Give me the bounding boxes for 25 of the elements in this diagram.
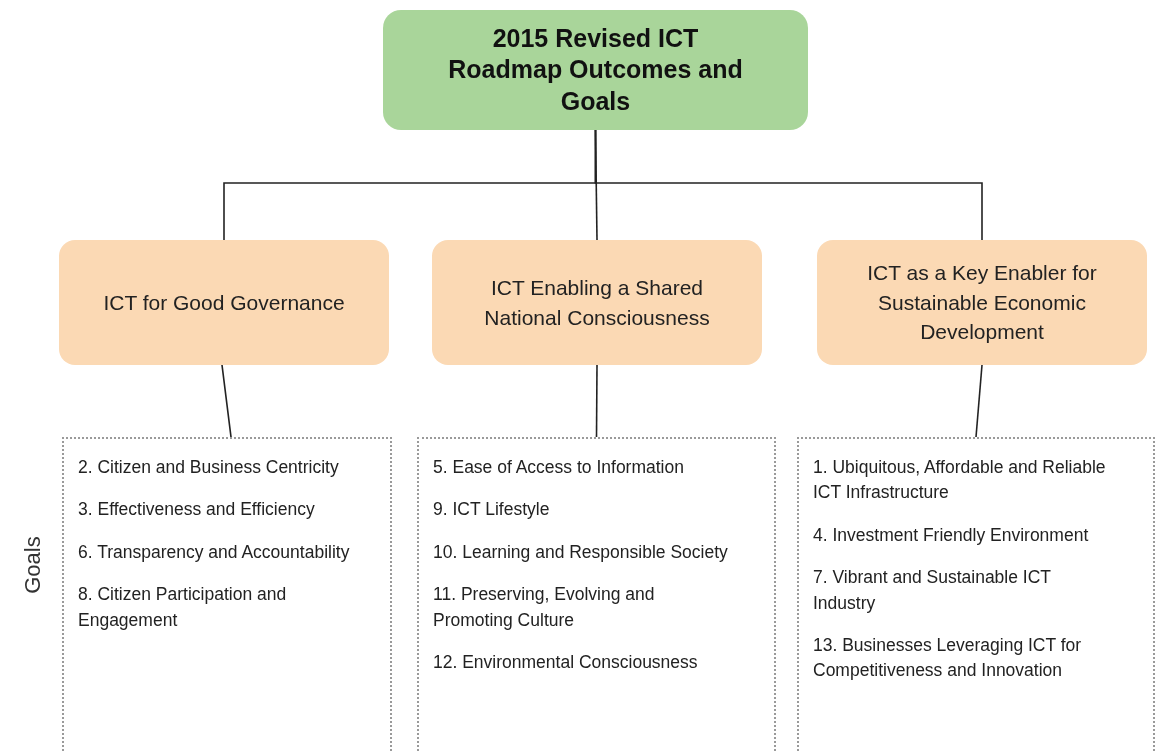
outcome-box: ICT as a Key Enabler for Sustainable Economic Development <box>817 240 1147 365</box>
goal-text: 8. Citizen Participation and Engagement <box>78 583 288 632</box>
goal-text: 2. Citizen and Business Centricity <box>78 456 340 479</box>
goals-panel <box>797 437 1155 751</box>
goal-text: 3. Effectiveness and Efficiency <box>78 498 316 522</box>
side-label: Goals <box>19 536 46 594</box>
outcome-box: ICT for Good Governance <box>59 240 389 365</box>
goals-panel <box>62 437 392 751</box>
connector-line <box>594 129 983 241</box>
goal-text: 12. Environmental Consciousness <box>433 650 699 674</box>
goal-text: 4. Investment Friendly Environment <box>813 523 1090 547</box>
goals-panel <box>417 437 776 751</box>
outcome-box: ICT Enabling a Shared National Consciousness <box>432 240 762 365</box>
goal-text: 1. Ubiquitous, Affordable and Reliable ICT Infrastructure <box>813 456 1107 505</box>
goal-text: 7. Vibrant and Sustainable ICT Industry <box>813 566 1052 615</box>
goal-text: 10. Learning and Responsible Society <box>433 540 729 564</box>
goal-text: 13. Businesses Leveraging ICT for Competitiveness and Innovation <box>813 633 1083 683</box>
goal-text: 5. Ease of Access to Information <box>433 456 685 479</box>
goal-text: 6. Transparency and Accountability <box>78 540 350 564</box>
title-box: 2015 Revised ICT Roadmap Outcomes and Goals <box>383 10 808 130</box>
connector-line <box>595 364 598 438</box>
connector-line <box>221 364 232 438</box>
connector-line <box>975 364 983 438</box>
goal-text: 11. Preserving, Evolving and Promoting Culture <box>433 583 656 632</box>
goal-text: 9. ICT Lifestyle <box>433 498 551 522</box>
